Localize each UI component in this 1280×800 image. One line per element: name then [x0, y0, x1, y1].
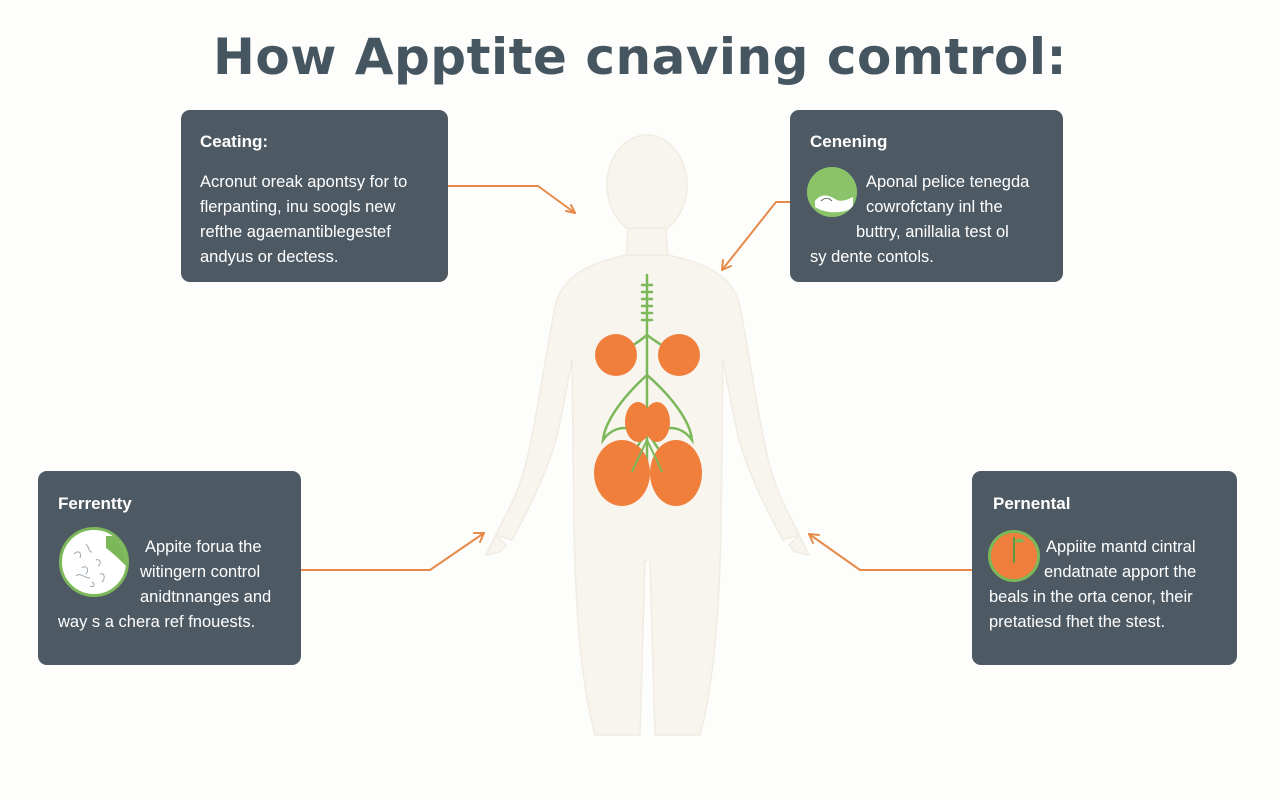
card-line: Aponal pelice tenegda	[866, 173, 1030, 191]
organ-lower-left	[594, 440, 650, 506]
card-line: Appiite mantd cintral	[1046, 538, 1196, 556]
card-line: witingern control	[140, 563, 261, 581]
info-card-top-left: Ceating: Acronut oreak apontsy for to fl…	[181, 110, 448, 282]
card-description: Appite forua the witingern control anidt…	[58, 535, 271, 635]
arrow-bottom-right	[808, 533, 973, 571]
arrow-top-left	[447, 185, 576, 214]
card-title: Ferrentty	[58, 494, 132, 513]
page-title: How Apptite cnaving comtrol:	[213, 28, 1067, 86]
organs	[594, 334, 702, 506]
organ-upper-left	[595, 334, 637, 376]
texture-circle-icon	[59, 527, 129, 597]
arrow-top-right	[721, 201, 791, 271]
card-line: beals in the orta cenor, their	[989, 588, 1193, 606]
organ-nerve-overlay	[631, 439, 663, 473]
card-title: Pernental	[993, 494, 1071, 513]
card-description: Aponal pelice tenegda cowrofctany inl th…	[810, 170, 1029, 270]
info-card-bottom-left: Ferrentty Appite forua the witingern con…	[38, 471, 301, 665]
card-line: Appite forua the	[145, 538, 262, 556]
card-line: anidtnnanges and	[140, 588, 272, 606]
card-line: andyus or dectess.	[200, 248, 339, 266]
card-line: refthe agaemantiblegestef	[200, 223, 391, 241]
card-line: way s a chera ref fnouests.	[58, 613, 256, 631]
card-line: Acronut oreak apontsy for to	[200, 173, 408, 191]
card-title: Cenening	[810, 132, 888, 151]
card-line: sy dente contols.	[810, 248, 934, 266]
arrow-bottom-left	[300, 532, 485, 571]
card-line: cowrofctany inl the	[866, 198, 1003, 216]
card-description: Acronut oreak apontsy for to flerpanting…	[200, 170, 407, 270]
card-line: buttry, anillalia test ol	[856, 223, 1009, 241]
info-card-bottom-right: Pernental Appiite mantd cintral endatnat…	[972, 471, 1237, 665]
card-title: Ceating:	[200, 132, 268, 151]
info-card-top-right: Cenening Aponal pelice tenegda cowrofcta…	[790, 110, 1063, 282]
organ-lower-right	[650, 440, 702, 506]
organ-upper-right	[658, 334, 700, 376]
leaf-circle-icon	[807, 167, 857, 217]
card-line: flerpanting, inu soogls new	[200, 198, 396, 216]
human-silhouette	[484, 134, 811, 736]
card-description: Appiite mantd cintral endatnate apport t…	[989, 535, 1196, 635]
card-line: endatnate apport the	[1044, 563, 1197, 581]
organ-middle-right	[644, 402, 670, 442]
orange-fruit-icon	[988, 530, 1040, 582]
organ-middle-left	[625, 402, 651, 442]
connector-arrows	[300, 185, 973, 571]
card-line: pretatiesd fhet the stest.	[989, 613, 1166, 631]
